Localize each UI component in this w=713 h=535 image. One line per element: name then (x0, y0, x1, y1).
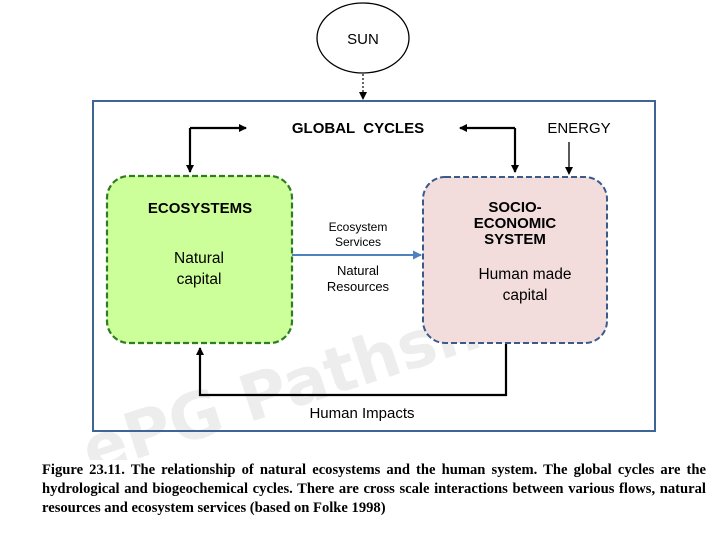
ecosystems-subtitle-2: capital (177, 271, 222, 288)
socio-title-1: SOCIO- (488, 199, 541, 216)
ecosystems-subtitle-1: Natural (174, 250, 224, 267)
socio-title-2: ECONOMIC (474, 215, 557, 232)
sun-label: SUN (347, 31, 379, 48)
ecosystems-title: ECOSYSTEMS (148, 200, 252, 217)
energy-label: ENERGY (547, 120, 610, 137)
flow-services-1: Ecosystem (329, 220, 388, 234)
ecosystems-box (105, 174, 294, 345)
figure-caption: Figure 23.11. The relationship of natura… (42, 462, 706, 516)
global-cycles-label: GLOBAL CYCLES (292, 120, 424, 137)
flow-services-2: Services (335, 235, 381, 249)
socio-subtitle-2: capital (503, 287, 548, 304)
socio-title-3: SYSTEM (484, 231, 546, 248)
socio-economic-box (422, 176, 608, 344)
sun-ellipse (316, 2, 410, 74)
human-impacts-label: Human Impacts (309, 405, 414, 422)
flow-resources-2: Resources (327, 279, 390, 294)
human-impacts-arrow (196, 344, 508, 397)
socio-subtitle-1: Human made (478, 266, 571, 283)
system-frame (92, 100, 656, 432)
ecosystem-human-system-diagram: ePG Pathshala SUN GLOBAL CYCLES ENERGY E… (73, 2, 656, 460)
flow-resources-1: Natural (337, 263, 379, 278)
